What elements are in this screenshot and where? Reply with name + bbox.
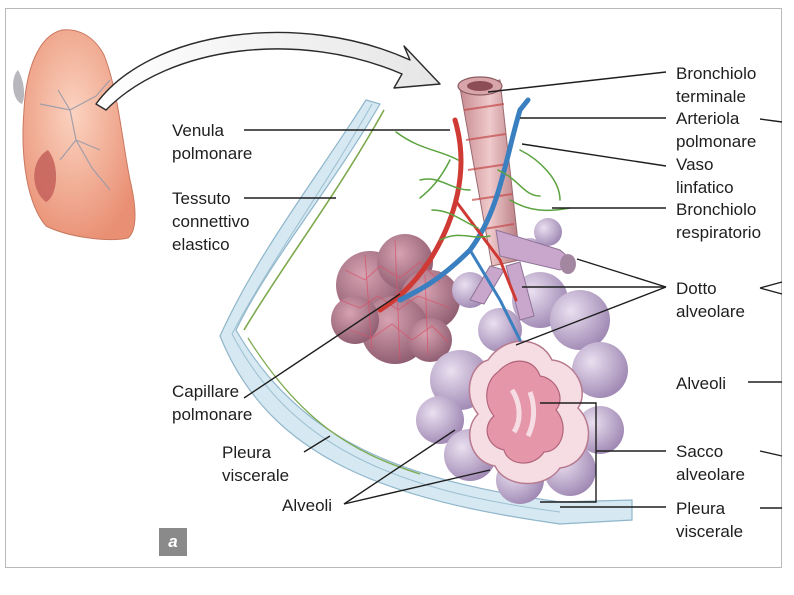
- label-line: Venula: [172, 121, 224, 140]
- label-line: Bronchiolo: [676, 64, 757, 83]
- label-bronchiolo-terminale: Bronchiolo terminale: [676, 62, 756, 108]
- leader-alveoli-1: [343, 429, 456, 505]
- leader-lines: [243, 71, 783, 509]
- label-line: respiratorio: [676, 223, 762, 242]
- label-line: alveolare: [676, 302, 745, 321]
- zoom-arrow: [95, 31, 441, 111]
- leader-sacco-bracket: [540, 402, 597, 503]
- label-line: Alveoli: [282, 496, 333, 515]
- label-pleura-viscerale-right: Pleura viscerale: [676, 497, 743, 543]
- label-line: viscerale: [676, 522, 744, 541]
- label-line: Pleura: [676, 499, 726, 518]
- leader-right-edge-1: [759, 118, 783, 123]
- label-arteriola-polmonare: Arteriola polmonare: [676, 107, 756, 153]
- leader-right-edge-5: [759, 450, 783, 457]
- label-line: Pleura: [222, 443, 272, 462]
- label-line: viscerale: [222, 466, 290, 485]
- label-capillare-polmonare: Capillare polmonare: [172, 380, 252, 426]
- label-dotto-alveolare: Dotto alveolare: [676, 277, 745, 323]
- label-venula-polmonare: Venula polmonare: [172, 119, 252, 165]
- whole-lung-icon: [13, 29, 136, 240]
- label-tessuto-connettivo-elastico: Tessuto connettivo elastico: [172, 187, 250, 256]
- label-line: alveolare: [676, 465, 745, 484]
- label-line: Alveoli: [676, 374, 727, 393]
- bronchiole-tree: [457, 76, 576, 321]
- leader-vaso-linfatico: [521, 143, 667, 167]
- label-line: polmonare: [172, 405, 253, 424]
- leader-capillare: [243, 293, 401, 399]
- leader-right-edge-3: [759, 287, 783, 295]
- label-line: Capillare: [172, 382, 240, 401]
- label-line: polmonare: [676, 132, 757, 151]
- label-sacco-alveolare: Sacco alveolare: [676, 440, 745, 486]
- label-line: linfatico: [676, 178, 734, 197]
- label-bronchiolo-respiratorio: Bronchiolo respiratorio: [676, 198, 761, 244]
- label-vaso-linfatico: Vaso linfatico: [676, 153, 734, 199]
- leader-dotto-3: [515, 286, 667, 346]
- label-alveoli-right: Alveoli: [676, 372, 726, 395]
- leader-right-edge-2: [759, 281, 783, 289]
- leader-alveoli-2: [343, 469, 491, 505]
- alveolar-cluster: [416, 218, 628, 504]
- pleura-band: [219, 99, 633, 525]
- panel-letter-badge: a: [159, 528, 187, 556]
- label-line: terminale: [676, 87, 746, 106]
- label-line: Sacco: [676, 442, 724, 461]
- label-line: Tessuto: [172, 189, 231, 208]
- label-line: polmonare: [172, 144, 253, 163]
- leader-dotto-1: [576, 258, 667, 288]
- label-alveoli-bottom: Alveoli: [282, 494, 332, 517]
- label-line: connettivo: [172, 212, 250, 231]
- leader-bronchiolo-terminale: [487, 71, 667, 93]
- alveolar-sac-section: [468, 340, 590, 485]
- label-pleura-viscerale-left: Pleura viscerale: [222, 441, 289, 487]
- label-line: Dotto: [676, 279, 717, 298]
- label-line: Arteriola: [676, 109, 740, 128]
- label-line: Vaso: [676, 155, 714, 174]
- vessels: [377, 97, 571, 342]
- label-line: elastico: [172, 235, 230, 254]
- label-line: Bronchiolo: [676, 200, 757, 219]
- leader-pleura-left: [303, 435, 331, 453]
